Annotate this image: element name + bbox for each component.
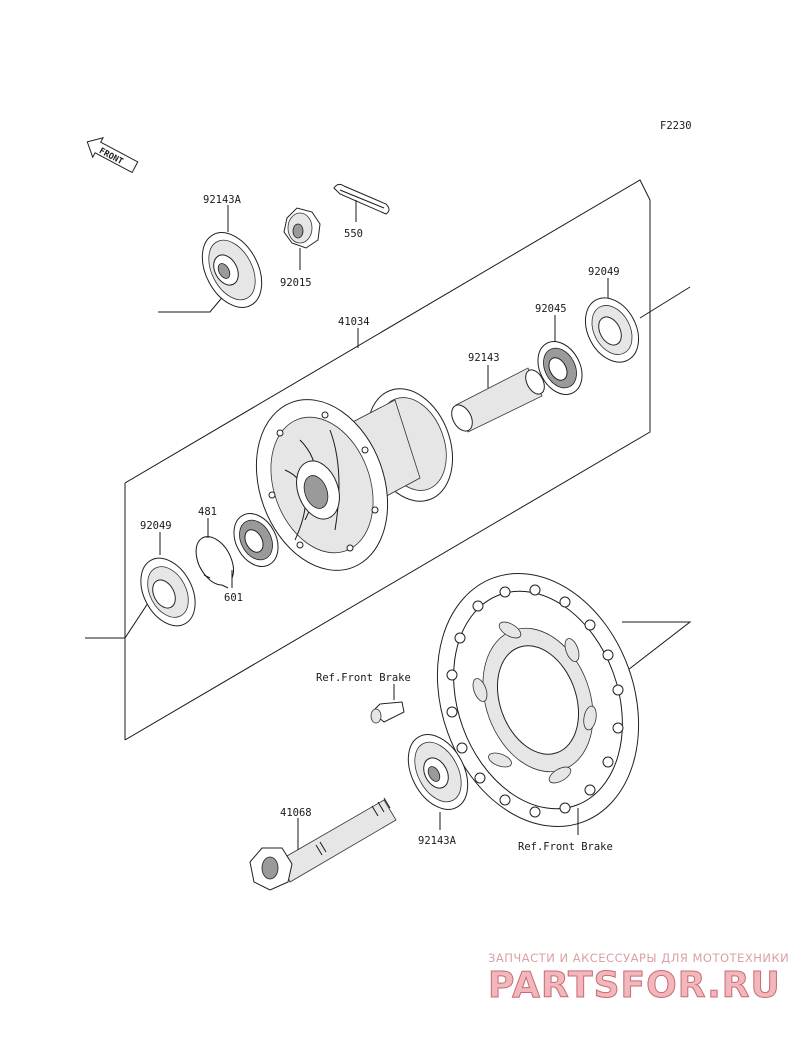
circlip-481 — [195, 536, 234, 589]
label-92143a-top: 92143A — [203, 194, 242, 206]
label-41034: 41034 — [338, 316, 370, 328]
label-92049-right: 92049 — [588, 266, 620, 278]
disc-bolt — [370, 701, 405, 724]
collar-92143a-bottom — [407, 734, 469, 810]
nut-92015 — [283, 207, 321, 249]
watermark-logo: PARTSFOR.RU — [488, 965, 781, 1006]
bearing-601 — [233, 513, 279, 567]
label-ref-brake-left: Ref.Front Brake — [316, 672, 411, 684]
brake-disc — [436, 573, 640, 827]
label-601: 601 — [224, 592, 243, 604]
label-92049-left: 92049 — [140, 520, 172, 532]
axle-centerline — [85, 281, 692, 681]
label-550: 550 — [344, 228, 363, 240]
hub-assembly-frame — [124, 179, 651, 741]
cotter-pin-550 — [333, 183, 390, 215]
axle-41068 — [249, 797, 397, 891]
label-92015: 92015 — [280, 277, 312, 289]
bearing-92045 — [537, 341, 583, 395]
wheel-hub-41034 — [255, 388, 454, 571]
collar-92143 — [451, 367, 545, 433]
watermark: ЗАПЧАСТИ И АКСЕССУАРЫ ДЛЯ МОТОТЕХНИКИ PA… — [488, 951, 789, 1007]
label-92045: 92045 — [535, 303, 567, 315]
label-ref-brake-right: Ref.Front Brake — [518, 841, 613, 853]
oil-seal-92049-right — [584, 297, 640, 363]
diagram-code: F2230 — [660, 120, 692, 132]
label-41068: 41068 — [280, 807, 312, 819]
label-92143a-bottom: 92143A — [418, 835, 457, 847]
oil-seal-92049-left — [140, 557, 196, 627]
watermark-tagline: ЗАПЧАСТИ И АКСЕССУАРЫ ДЛЯ МОТОТЕХНИКИ — [488, 951, 789, 965]
front-arrow-icon: FRONT — [86, 137, 139, 174]
label-481: 481 — [198, 506, 217, 518]
collar-92143a-top — [201, 232, 263, 308]
label-92143: 92143 — [468, 352, 500, 364]
